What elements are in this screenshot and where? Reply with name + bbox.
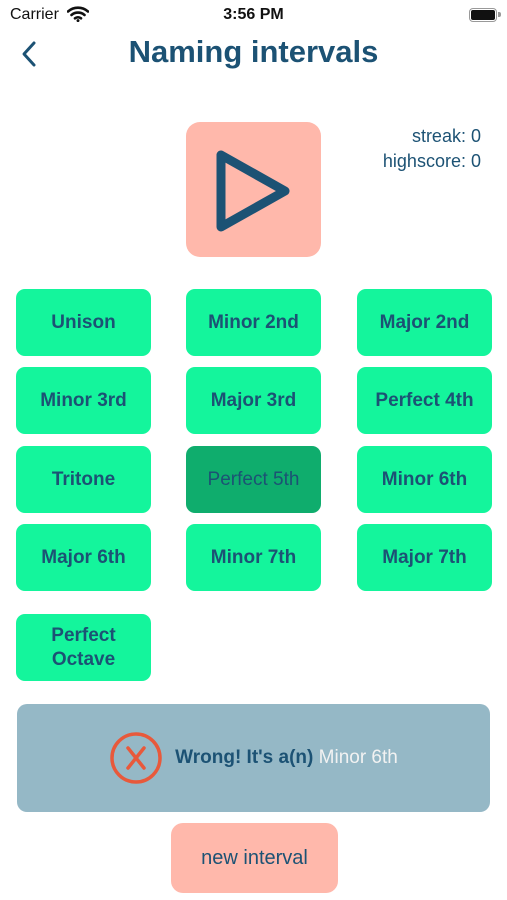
interval-button-major-3rd[interactable]: Major 3rd [186,367,321,434]
interval-button-perfect-5th[interactable]: Perfect 5th [186,446,321,513]
interval-button-minor-7th[interactable]: Minor 7th [186,524,321,591]
carrier-label: Carrier [10,6,59,23]
streak-line: streak: 0 [383,124,481,149]
wrong-x-circle-icon [110,732,162,784]
wifi-icon [66,6,90,27]
interval-button-major-6th[interactable]: Major 6th [16,524,151,591]
highscore-line: highscore: 0 [383,149,481,174]
status-time: 3:56 PM [223,6,284,23]
interval-button-perfect-octave[interactable]: Perfect Octave [16,614,151,681]
interval-button-tritone[interactable]: Tritone [16,446,151,513]
result-prefix: Wrong! It's a(n) [175,747,314,768]
new-interval-button[interactable]: new interval [171,823,338,893]
interval-button-unison[interactable]: Unison [16,289,151,356]
interval-button-perfect-4th[interactable]: Perfect 4th [357,367,492,434]
back-button[interactable] [14,36,48,72]
interval-button-minor-6th[interactable]: Minor 6th [357,446,492,513]
battery-icon [469,8,501,22]
interval-button-major-7th[interactable]: Major 7th [357,524,492,591]
highscore-value: 0 [470,151,481,171]
streak-label: streak: [411,126,466,146]
correct-answer: Minor 6th [318,747,398,768]
page-title: Naming intervals [128,34,379,69]
result-message: Wrong! It's a(n) Minor 6th [175,747,398,769]
play-button[interactable] [186,122,321,257]
score-panel: streak: 0 highscore: 0 [383,124,481,174]
streak-value: 0 [470,126,481,146]
result-banner: Wrong! It's a(n) Minor 6th [17,704,490,812]
play-triangle-icon [216,150,289,231]
status-bar: Carrier 3:56 PM [0,0,507,30]
highscore-label: highscore: [382,151,466,171]
interval-button-minor-2nd[interactable]: Minor 2nd [186,289,321,356]
interval-button-minor-3rd[interactable]: Minor 3rd [16,367,151,434]
chevron-left-icon [22,41,36,67]
interval-button-major-2nd[interactable]: Major 2nd [357,289,492,356]
